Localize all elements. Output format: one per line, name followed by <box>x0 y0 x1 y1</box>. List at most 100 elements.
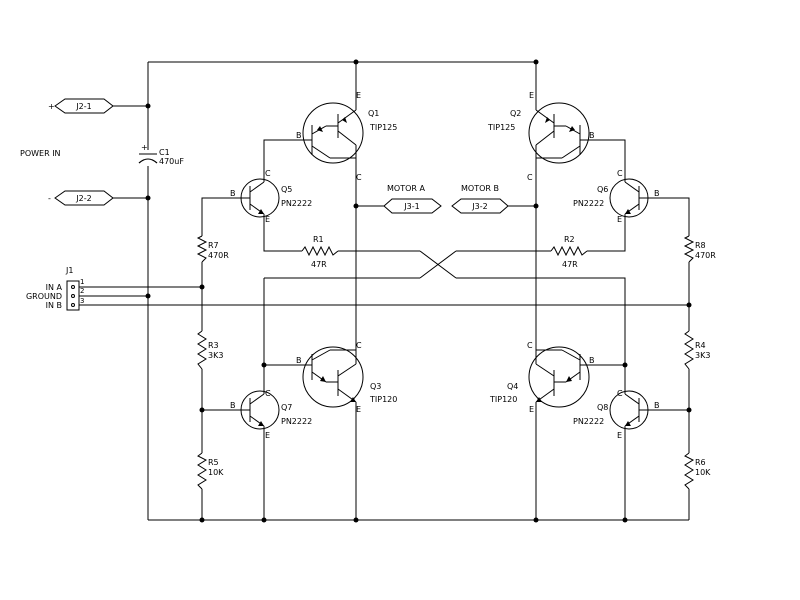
q4-ref: Q4 <box>507 382 518 391</box>
r5-value: 10K <box>208 468 224 477</box>
q5-pin-e: E <box>265 215 270 224</box>
minus-sign: - <box>48 194 51 203</box>
q3-pin-e: E <box>356 405 361 414</box>
r7-ref: R7 <box>208 241 219 250</box>
q5-ref: Q5 <box>281 185 292 194</box>
r6-value: 10K <box>695 468 711 477</box>
connector-j2-2: J2-2 <box>54 190 114 206</box>
power-in-label: POWER IN <box>20 149 61 158</box>
r6-ref: R6 <box>695 458 706 467</box>
c1-plus: + <box>141 143 148 152</box>
j1-pin3: 3 <box>80 297 84 305</box>
motor-b-label: MOTOR B <box>461 184 499 193</box>
r1-ref: R1 <box>313 235 324 244</box>
junction-dots <box>145 59 692 523</box>
q1-ref: Q1 <box>368 109 379 118</box>
q6-pin-c: C <box>617 169 623 178</box>
r3-value: 3K3 <box>208 351 223 360</box>
ground-label: GROUND <box>26 292 62 301</box>
q2-pin-b: B <box>589 131 595 140</box>
r1-value: 47R <box>311 260 327 269</box>
j3-2-label: J3-2 <box>471 202 487 211</box>
q8-pin-c: C <box>617 389 623 398</box>
q5-type: PN2222 <box>281 199 312 208</box>
header-j1: J1 1 2 3 IN A GROUND IN B <box>26 266 84 311</box>
resistor-r5: R5 10K <box>197 452 224 490</box>
j1-pin2: 2 <box>80 287 84 295</box>
plus-sign: + <box>48 102 55 111</box>
q4-type: TIP120 <box>489 395 517 404</box>
q6-type: PN2222 <box>573 199 604 208</box>
transistor-q2: B E C Q2 TIP125 <box>487 91 595 182</box>
connector-j3-1: J3-1 <box>383 198 442 214</box>
r3-ref: R3 <box>208 341 219 350</box>
q3-pin-c: C <box>356 341 362 350</box>
q6-pin-b: B <box>654 189 660 198</box>
resistor-r7: R7 470R <box>196 235 229 263</box>
r8-value: 470R <box>695 251 716 260</box>
connector-j2-1: J2-1 <box>54 98 114 114</box>
transistor-q8: B C E Q8 PN2222 <box>573 389 660 440</box>
q7-type: PN2222 <box>281 417 312 426</box>
q8-pin-b: B <box>654 401 660 410</box>
q6-pin-e: E <box>617 215 622 224</box>
q3-type: TIP120 <box>369 395 397 404</box>
q8-type: PN2222 <box>573 417 604 426</box>
r4-ref: R4 <box>695 341 706 350</box>
q5-pin-c: C <box>265 169 271 178</box>
q8-pin-e: E <box>617 431 622 440</box>
resistor-r6: R6 10K <box>684 452 711 490</box>
q4-pin-e: E <box>529 405 534 414</box>
in-a-label: IN A <box>46 283 63 292</box>
q2-pin-e: E <box>529 91 534 100</box>
capacitor-c1: + C1 470uF <box>138 143 184 166</box>
q2-pin-c: C <box>527 173 533 182</box>
j2-1-label: J2-1 <box>75 102 91 111</box>
resistor-r1: R1 47R <box>301 235 339 269</box>
q8-ref: Q8 <box>597 403 608 412</box>
r8-ref: R8 <box>695 241 706 250</box>
transistor-q6: B C E Q6 PN2222 <box>573 169 660 224</box>
j2-2-label: J2-2 <box>75 194 91 203</box>
j1-label: J1 <box>65 266 73 275</box>
transistor-q3: B C E Q3 TIP120 <box>296 341 397 414</box>
r7-value: 470R <box>208 251 229 260</box>
q4-pin-b: B <box>589 356 595 365</box>
q2-ref: Q2 <box>510 109 521 118</box>
q4-pin-c: C <box>527 341 533 350</box>
q6-ref: Q6 <box>597 185 608 194</box>
q1-type: TIP125 <box>369 123 397 132</box>
c1-value: 470uF <box>159 157 184 166</box>
resistor-r8: R8 470R <box>683 235 716 263</box>
in-b-label: IN B <box>46 301 62 310</box>
transistor-q1: B E C Q1 TIP125 <box>296 91 397 182</box>
motor-a-label: MOTOR A <box>387 184 425 193</box>
q3-ref: Q3 <box>370 382 381 391</box>
q1-pin-c: C <box>356 173 362 182</box>
j3-1-label: J3-1 <box>403 202 419 211</box>
q1-pin-b: B <box>296 131 302 140</box>
transistor-q5: B C E Q5 PN2222 <box>230 169 312 224</box>
r2-value: 47R <box>562 260 578 269</box>
resistor-r3: R3 3K3 <box>197 330 223 370</box>
wires <box>79 61 690 521</box>
q2-type: TIP125 <box>487 123 515 132</box>
r2-ref: R2 <box>564 235 575 244</box>
r5-ref: R5 <box>208 458 219 467</box>
q7-pin-b: B <box>230 401 236 410</box>
connector-j3-2: J3-2 <box>451 198 509 214</box>
resistor-r4: R4 3K3 <box>684 330 710 370</box>
q3-pin-b: B <box>296 356 302 365</box>
q7-pin-c: C <box>265 389 271 398</box>
q5-pin-b: B <box>230 189 236 198</box>
c1-ref: C1 <box>159 148 170 157</box>
q7-pin-e: E <box>265 431 270 440</box>
r4-value: 3K3 <box>695 351 710 360</box>
transistor-q7: B C E Q7 PN2222 <box>230 389 312 440</box>
q7-ref: Q7 <box>281 403 292 412</box>
q1-pin-e: E <box>356 91 361 100</box>
j1-pin1: 1 <box>80 278 84 286</box>
resistor-r2: R2 47R <box>550 235 588 269</box>
transistor-q4: B C E Q4 TIP120 <box>489 341 595 414</box>
